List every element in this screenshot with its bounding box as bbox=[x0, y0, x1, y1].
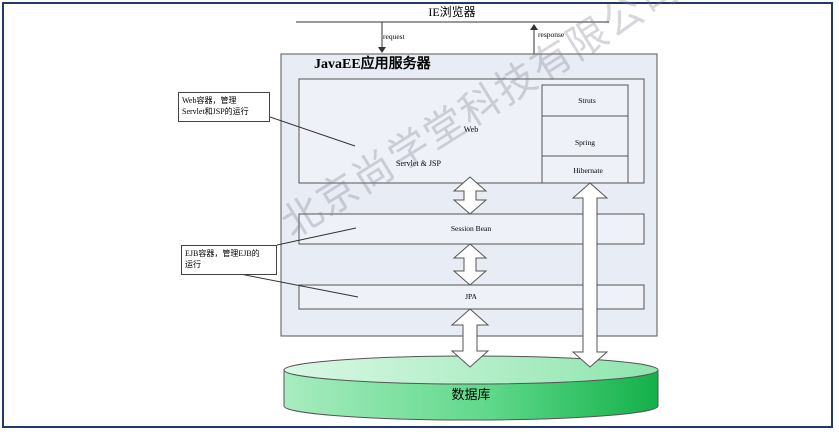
web-note-callout-line bbox=[269, 116, 356, 147]
spring-label: Spring bbox=[574, 138, 596, 147]
ejb-note-callout-line-2 bbox=[239, 273, 359, 298]
hibernate-box bbox=[541, 155, 629, 184]
server-title: JavaEE应用服务器 bbox=[314, 57, 431, 72]
web-label: Web bbox=[463, 125, 479, 134]
response-label: response bbox=[538, 30, 565, 39]
web-container-note: Web容器，管理 Servlet和JSP的运行 bbox=[178, 92, 270, 122]
jpa-database-double-arrow bbox=[450, 308, 490, 368]
struts-box bbox=[541, 84, 629, 117]
ejb-container-note-line1: EJB容器，管理EJB的 bbox=[185, 249, 260, 258]
browser-label: IE浏览器 bbox=[428, 5, 476, 19]
struts-label: Struts bbox=[578, 96, 596, 105]
jpa-label: JPA bbox=[465, 292, 477, 301]
session-bean-label: Session Bean bbox=[450, 224, 492, 233]
database-label: 数据库 bbox=[451, 387, 491, 402]
request-arrowhead bbox=[378, 47, 386, 53]
hibernate-label: Hibernate bbox=[573, 166, 603, 175]
web-container-note-line1: Web容器，管理 bbox=[182, 96, 237, 105]
hibernate-database-double-arrow bbox=[571, 182, 609, 368]
request-label: request bbox=[383, 32, 405, 41]
web-container-note-line2: Servlet和JSP的运行 bbox=[182, 107, 249, 116]
ejb-note-callout-line bbox=[276, 227, 357, 246]
web-session-double-arrow bbox=[452, 176, 488, 215]
servlet-jsp-label: Servlet & JSP bbox=[396, 159, 441, 168]
session-jpa-double-arrow bbox=[452, 243, 488, 286]
response-arrowhead bbox=[530, 24, 538, 30]
outer-frame bbox=[2, 2, 833, 428]
ejb-container-note: EJB容器，管理EJB的 运行 bbox=[181, 245, 277, 275]
ejb-container-note-line2: 运行 bbox=[185, 260, 201, 269]
spring-box bbox=[541, 115, 629, 157]
